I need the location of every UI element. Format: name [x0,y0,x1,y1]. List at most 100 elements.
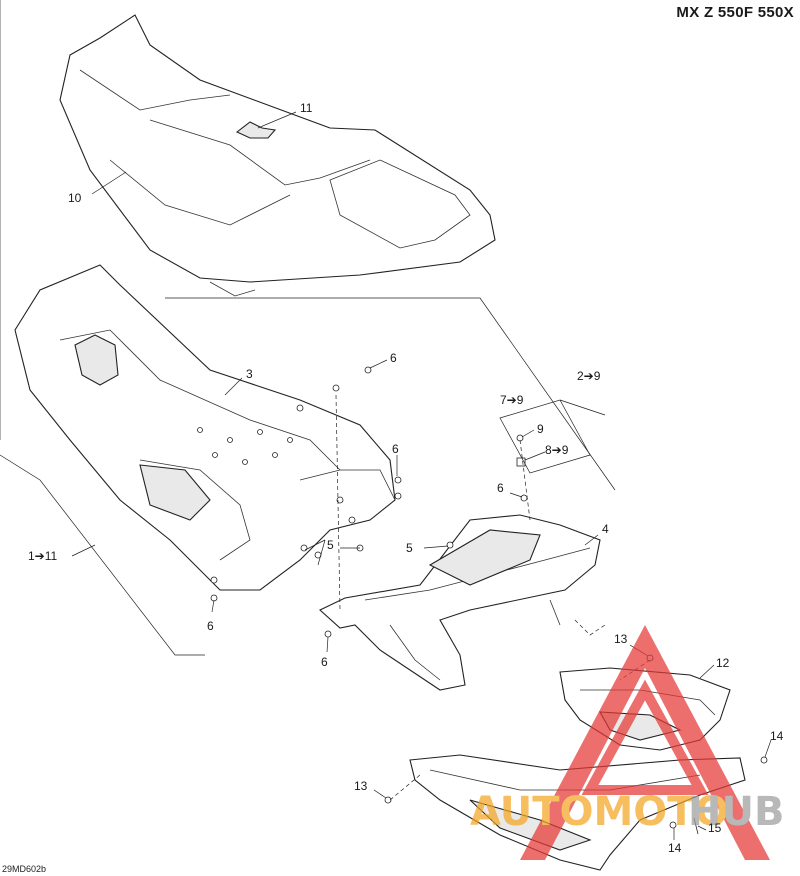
leader-6c [211,599,215,613]
watermark-inner-triangle [581,679,709,795]
seat-base-rib [139,459,251,561]
hole [272,452,278,458]
screw-13 [384,796,392,804]
callout-6-bottom: 6 [321,655,328,669]
clip-14 [669,821,677,829]
watermark-text-auto: AUTOMOTO [470,789,729,835]
fastener-6 [364,366,372,374]
fastener-6 [394,476,402,484]
callout-12: 12 [716,656,730,670]
hole [242,459,248,465]
callout-15: 15 [708,821,722,835]
grommet-8 [516,457,526,467]
callout-13-top: 13 [614,632,628,646]
leader-8 [524,451,546,461]
seat-side-line [109,159,291,226]
callout-6-top: 6 [390,351,397,365]
nut-5 [348,516,356,524]
watermark: AUTOMOTO HUB [470,625,784,860]
callout-9: 9 [537,422,544,436]
hole [227,437,233,443]
axis-line [519,439,531,521]
seat-rear-pad [329,159,471,249]
callout-13-left: 13 [354,779,368,793]
seat-bottom-tab [209,281,256,297]
fastener-6 [394,492,402,500]
seat-part-10 [59,14,496,297]
boundary-top [165,297,616,491]
leader-12 [699,664,715,679]
leader-5b [423,545,449,549]
fastener-6 [324,630,332,638]
bracket-tab [549,599,561,626]
callout-1-11: 1➔11 [28,549,58,563]
seat-base-rear [299,469,396,501]
hole [212,452,218,458]
boundary-left [0,454,205,656]
leader-6e [509,492,523,498]
storage-pocket [74,334,119,386]
callout-7-9: 7➔9 [500,393,524,407]
leader-14a [764,739,772,758]
leader-3 [224,377,243,396]
model-title: MX Z 550F 550X [676,4,794,21]
callout-4: 4 [602,522,609,536]
fastener-6 [296,404,304,412]
seat-base-panel [139,464,211,521]
callout-14-right: 14 [770,729,784,743]
axis-line [574,619,606,636]
seat-emblem [235,121,277,139]
fastener-6 [210,576,218,584]
leader-11 [257,111,297,129]
callout-10: 10 [68,191,82,205]
seat-base-part-3 [14,264,396,591]
leader-9 [521,429,535,438]
nut-5 [336,496,344,504]
nut-5 [446,541,454,549]
seat-base-outline [14,264,396,591]
watermark-text-hub: HUB [688,789,784,835]
seat-panel-line [149,119,371,186]
fastener-6 [520,494,528,502]
leader-10 [91,171,127,195]
callouts: 10 11 3 6 2➔9 7➔9 9 8➔9 6 6 4 5 5 1➔11 6… [28,101,784,855]
seat-base-rim [59,329,341,471]
lower-cover-shadow [469,799,592,851]
bracket-leg [389,624,441,681]
leader-6d [326,636,329,653]
watermark-triangle [520,625,770,860]
leader-15 [697,825,707,831]
leader-5a [304,539,360,566]
callout-14-bottom: 14 [668,841,682,855]
pin-15 [693,817,699,835]
frame-7-9 [499,399,591,474]
callout-5-left: 5 [327,538,334,552]
hole [257,429,263,435]
seat-base-holes [197,427,293,465]
callout-3: 3 [246,367,253,381]
bracket-recess [428,529,541,586]
callout-6-bracket: 6 [497,481,504,495]
callout-6-bottom-left: 6 [207,619,214,633]
figure-code: 29MD602b [2,864,47,874]
leader-6a [369,359,388,369]
clip-14 [760,756,768,764]
callout-8-9: 8➔9 [545,443,569,457]
callout-11: 11 [300,101,313,115]
leader-13b [373,789,387,799]
leader-1 [71,544,96,557]
callout-6-right: 6 [392,442,399,456]
bracket-outline [319,514,601,691]
fastener-6 [332,384,340,392]
assembly-boundary [0,0,616,656]
seat-crease [79,69,231,111]
callout-2-9: 2➔9 [577,369,601,383]
bracket-part-4 [319,514,601,691]
frame-link [559,399,606,416]
hole [287,437,293,443]
callout-5-right: 5 [406,541,413,555]
hole [197,427,203,433]
axis-line [335,394,341,611]
